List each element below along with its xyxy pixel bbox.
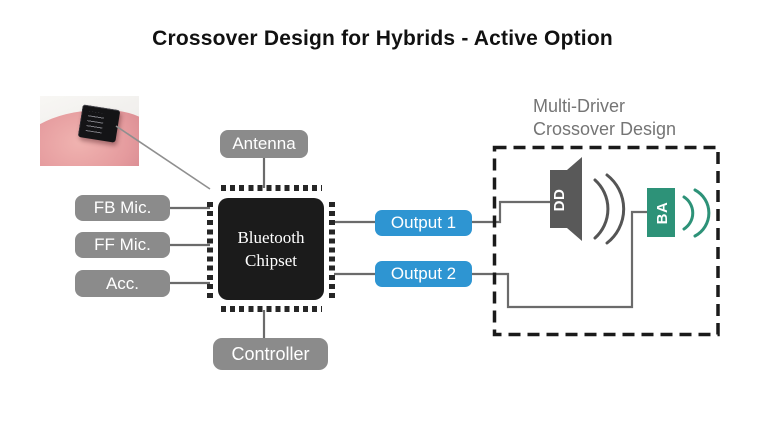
output1-to-dd-wire (472, 200, 552, 224)
output1-label: Output 1 (375, 210, 472, 236)
ba-driver-icon (647, 188, 675, 237)
fb-mic-label: FB Mic. (75, 195, 170, 221)
controller-label: Controller (213, 338, 328, 370)
crossover-box-title: Multi-Driver Crossover Design (533, 95, 676, 141)
acc-label: Acc. (75, 270, 170, 297)
crossover-dashed-boundary (492, 145, 720, 337)
chip-label-line1: Bluetooth (237, 228, 305, 247)
ba-sound-wave-icon (693, 188, 711, 238)
chip-pins-bottom (221, 306, 322, 312)
dd-driver-icon (550, 157, 582, 241)
chip-pins-right (329, 202, 335, 298)
chip-pins-top (221, 185, 322, 191)
output2-label: Output 2 (375, 261, 472, 287)
crossover-title-line2: Crossover Design (533, 119, 677, 139)
output2-to-ba-wire (471, 210, 648, 309)
bluetooth-chipset-block: Bluetooth Chipset (218, 198, 324, 300)
ba-sound-wave-icon (682, 195, 695, 231)
page-title: Crossover Design for Hybrids - Active Op… (152, 27, 613, 50)
chip-pins-left (207, 202, 213, 298)
ff-mic-label: FF Mic. (75, 232, 170, 258)
antenna-label: Antenna (220, 130, 308, 158)
ba-driver-label: BA (654, 202, 671, 225)
dd-driver-label: DD (551, 189, 568, 212)
photo-pointer-line (115, 125, 211, 190)
chip-label-line2: Chipset (245, 251, 297, 270)
dd-sound-wave-icon (605, 173, 626, 245)
dd-sound-wave-icon (593, 178, 610, 240)
crossover-title-line1: Multi-Driver (533, 96, 625, 116)
